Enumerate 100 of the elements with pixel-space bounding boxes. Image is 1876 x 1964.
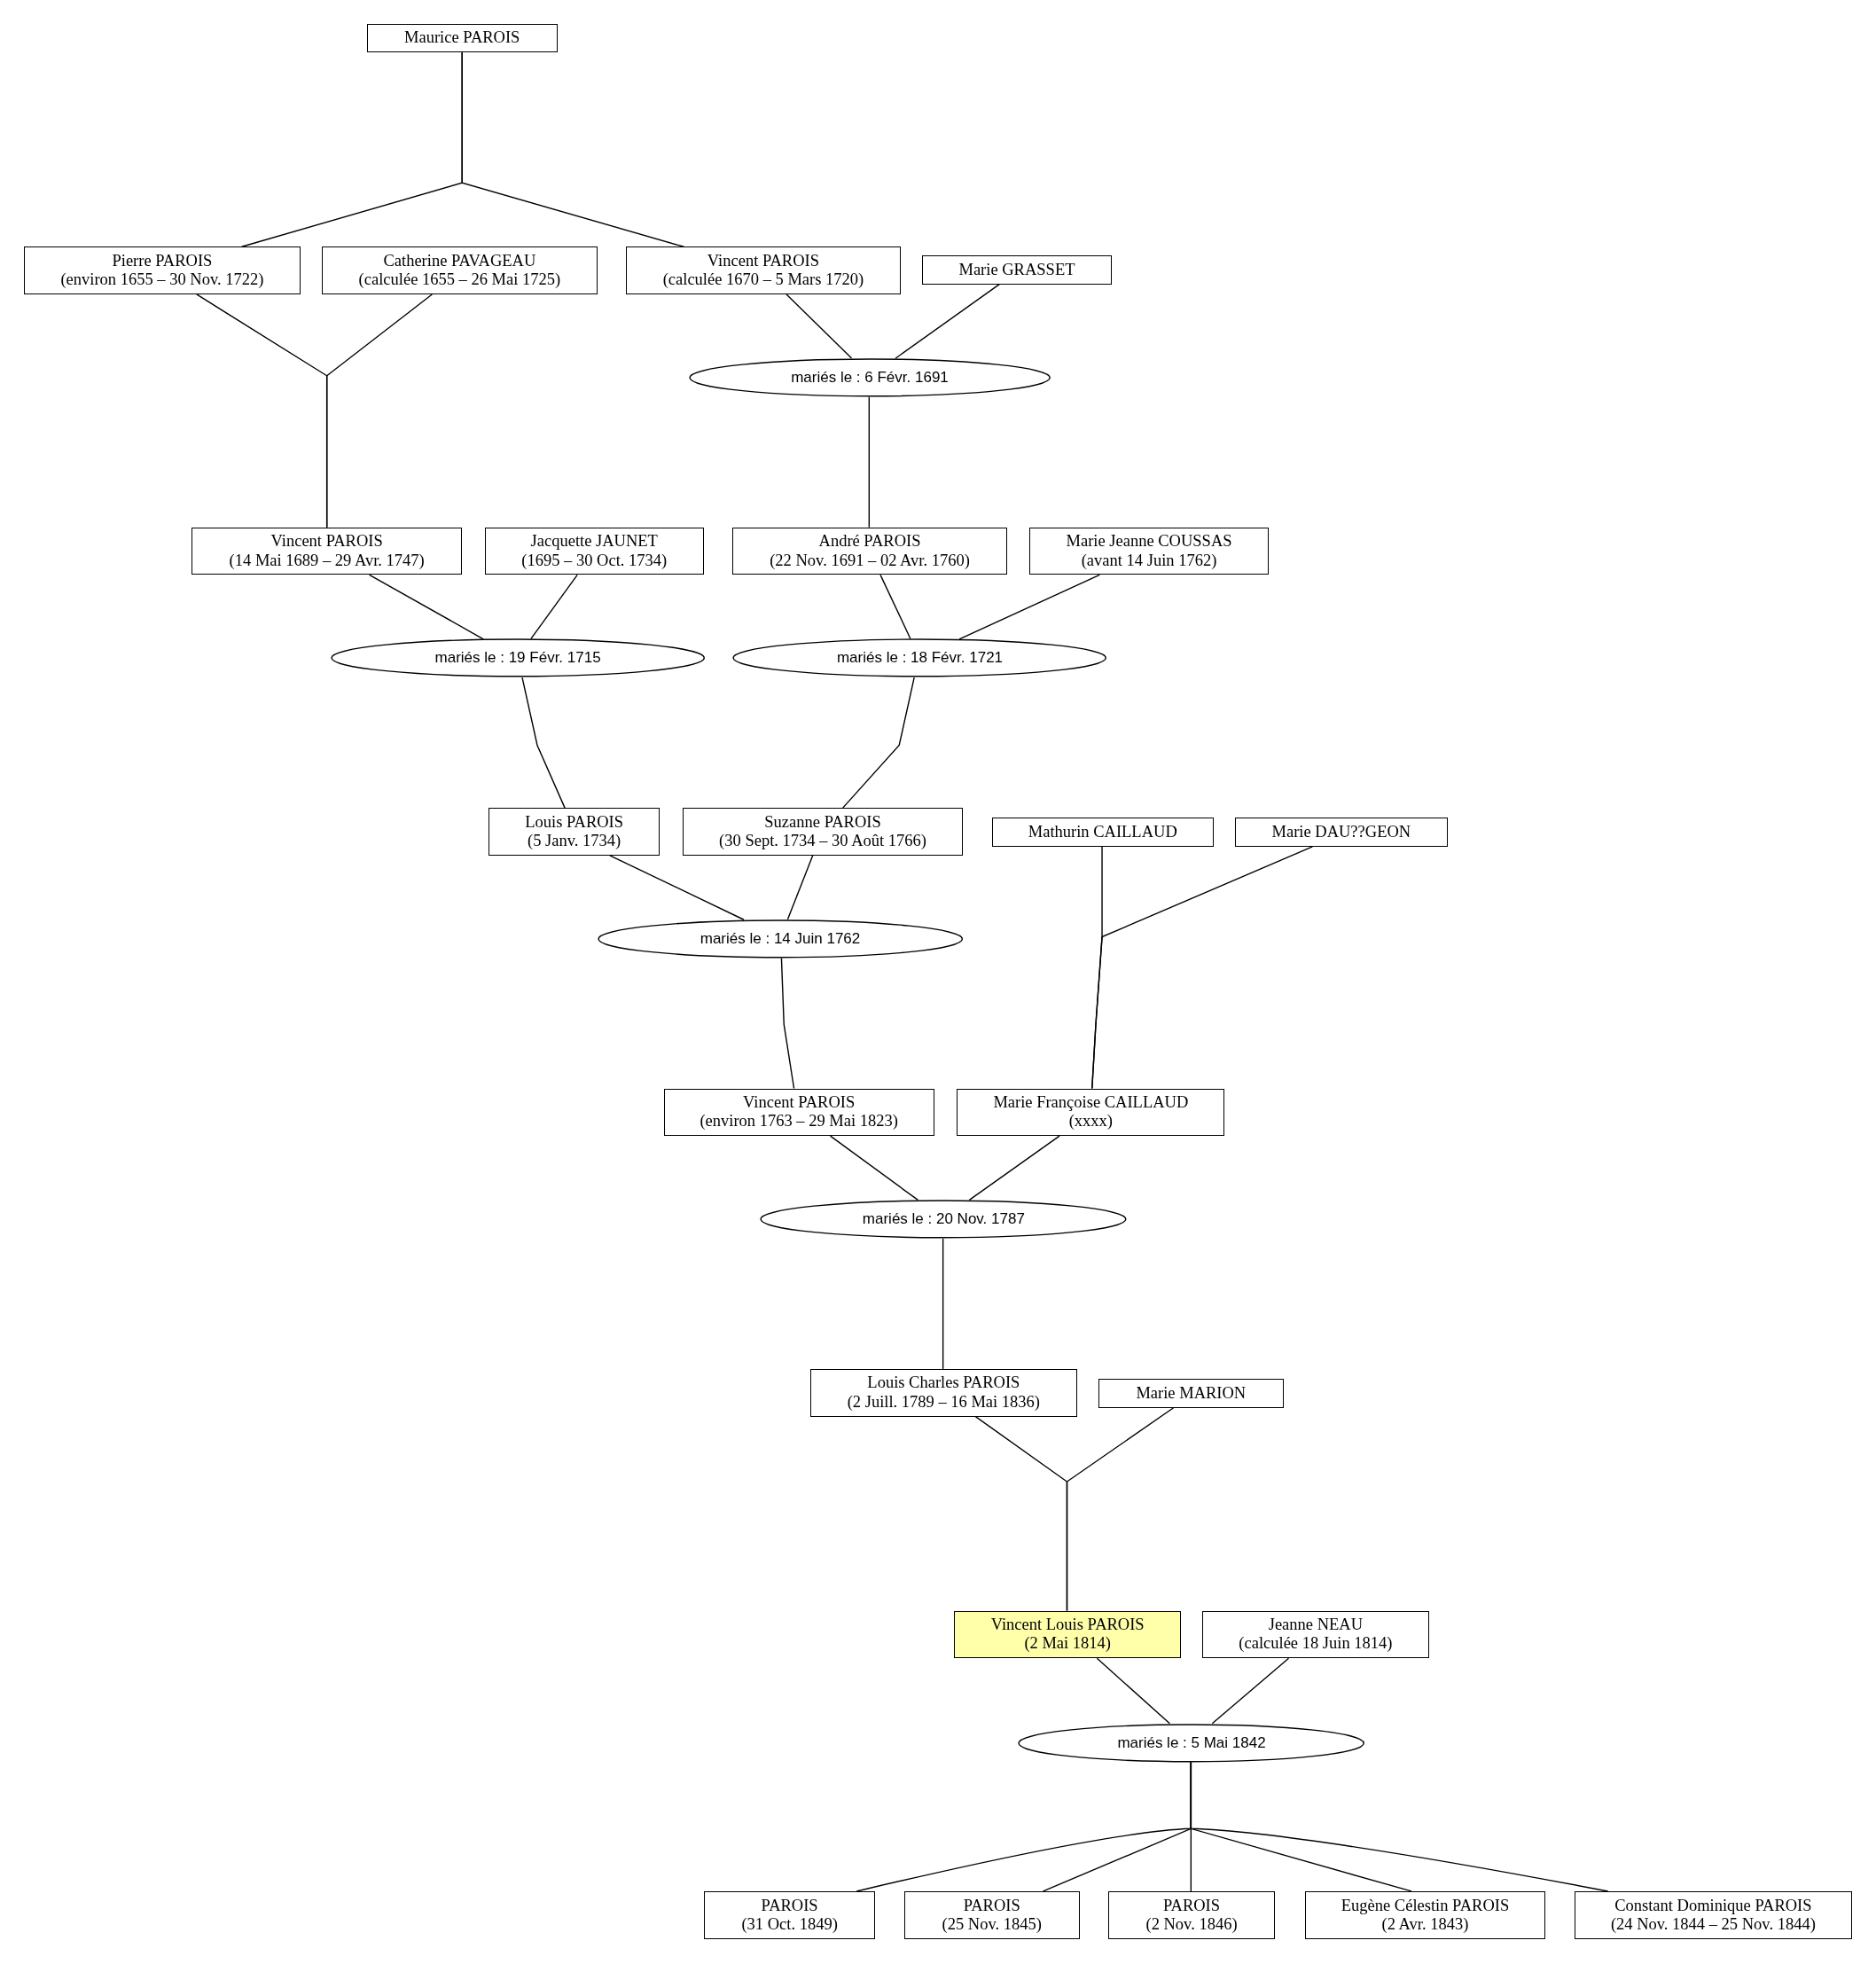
person-name: PAROIS <box>963 1896 1020 1915</box>
marriage-ellipse <box>688 358 1051 397</box>
person-name: Marie GRASSET <box>958 260 1075 280</box>
marriage-ellipse <box>597 919 964 959</box>
person-box <box>322 246 598 294</box>
life-dates: (calculée 18 Juin 1814) <box>1239 1634 1393 1654</box>
life-dates: (environ 1763 – 29 Mai 1823) <box>700 1112 898 1131</box>
marriage-ellipse <box>732 638 1107 678</box>
connector-line <box>1190 1761 1609 1892</box>
person-box <box>484 527 704 575</box>
person-name: Marie DAU??GEON <box>1271 823 1411 842</box>
connector-line <box>841 677 915 809</box>
marriage-date: mariés le : 5 Mai 1842 <box>1117 1733 1266 1752</box>
person-box <box>1304 1890 1546 1939</box>
life-dates: (calculée 1655 – 26 Mai 1725) <box>358 270 561 290</box>
life-dates: (avant 14 Juin 1762) <box>1081 551 1217 570</box>
person-box <box>626 246 901 294</box>
connector-line <box>786 293 853 359</box>
life-dates: (xxxx) <box>1068 1112 1113 1131</box>
person-box <box>1202 1610 1429 1659</box>
marriage-date: mariés le : 18 Févr. 1721 <box>836 649 1004 668</box>
person-name: André PAROIS <box>818 532 921 552</box>
connector-line <box>521 677 566 809</box>
person-box <box>663 1088 934 1137</box>
life-dates: (31 Oct. 1849) <box>741 1914 838 1935</box>
person-name: Marie MARION <box>1136 1383 1247 1404</box>
connector-line <box>942 1238 944 1370</box>
person-box <box>1234 818 1448 847</box>
person-name: Marie Françoise CAILLAUD <box>993 1093 1189 1113</box>
marriage-date: mariés le : 6 Févr. 1691 <box>791 368 949 387</box>
connector-line <box>868 396 870 528</box>
person-name: Vincent PAROIS <box>707 251 820 271</box>
person-name: Suzanne PAROIS <box>764 812 881 832</box>
connector-line <box>609 855 745 920</box>
life-dates: (2 Nov. 1846) <box>1145 1914 1238 1935</box>
person-box <box>903 1890 1080 1939</box>
life-dates: (14 Mai 1689 – 29 Avr. 1747) <box>229 551 425 570</box>
life-dates: (2 Avr. 1843) <box>1381 1914 1469 1935</box>
connector-line <box>968 1135 1060 1201</box>
person-box <box>954 1610 1181 1659</box>
person-name: Jeanne NEAU <box>1268 1616 1364 1635</box>
marriage-date: mariés le : 19 Févr. 1715 <box>434 649 601 668</box>
person-name: Mathurin CAILLAUD <box>1028 823 1177 842</box>
person-box <box>1574 1890 1853 1939</box>
person-box <box>488 808 661 856</box>
life-dates: (2 Mai 1814) <box>1024 1634 1111 1654</box>
life-dates: (5 Janv. 1734) <box>528 831 621 851</box>
person-box <box>703 1890 876 1939</box>
connector-line <box>1066 1407 1175 1612</box>
person-box <box>1029 527 1269 575</box>
connector-line <box>461 51 684 247</box>
person-name: PAROIS <box>761 1896 818 1915</box>
connector-line <box>1211 1657 1290 1725</box>
life-dates: (calculée 1670 – 5 Mars 1720) <box>662 270 864 290</box>
connector-line <box>1096 1657 1170 1725</box>
person-name: Louis Charles PAROIS <box>867 1373 1020 1393</box>
connector-line <box>326 293 434 528</box>
person-name: Constant Dominique PAROIS <box>1614 1896 1812 1915</box>
connector-line <box>829 1135 919 1201</box>
marriage-ellipse <box>330 638 706 678</box>
person-box <box>1108 1890 1275 1939</box>
person-name: Louis PAROIS <box>525 812 624 832</box>
person-box <box>809 1368 1077 1417</box>
person-box <box>192 527 463 575</box>
connector-line <box>879 574 911 640</box>
connector-line <box>786 855 814 920</box>
person-box <box>732 527 1007 575</box>
life-dates: (environ 1655 – 30 Nov. 1722) <box>60 270 264 290</box>
life-dates: (30 Sept. 1734 – 30 Août 1766) <box>719 831 926 851</box>
marriage-date: mariés le : 20 Nov. 1787 <box>862 1210 1025 1229</box>
connector-line <box>1091 846 1314 1090</box>
person-name: Pierre PAROIS <box>112 251 213 271</box>
person-name: Maurice PAROIS <box>404 28 520 48</box>
marriage-ellipse <box>1018 1723 1365 1763</box>
connector-line <box>780 957 795 1090</box>
marriage-date: mariés le : 14 Juin 1762 <box>700 929 861 948</box>
person-name: Vincent PAROIS <box>743 1093 856 1113</box>
connector-line <box>530 574 578 640</box>
person-box <box>23 246 301 294</box>
connector-line <box>958 574 1100 640</box>
person-box <box>1098 1379 1284 1408</box>
connector-line <box>369 574 484 640</box>
person-box <box>682 808 964 856</box>
life-dates: (22 Nov. 1691 – 02 Avr. 1760) <box>770 551 970 570</box>
person-name: Marie Jeanne COUSSAS <box>1066 532 1232 552</box>
marriage-ellipse <box>760 1200 1128 1239</box>
person-box <box>366 23 558 53</box>
person-name: PAROIS <box>1162 1896 1221 1915</box>
person-name: Jacquette JAUNET <box>530 532 658 552</box>
life-dates: (25 Nov. 1845) <box>942 1914 1042 1935</box>
person-name: Vincent Louis PAROIS <box>990 1616 1145 1635</box>
person-box <box>991 818 1214 847</box>
person-name: Catherine PAVAGEAU <box>383 251 536 271</box>
connector-line <box>895 283 1000 359</box>
life-dates: (1695 – 30 Oct. 1734) <box>521 551 668 570</box>
person-box <box>921 255 1113 285</box>
person-box <box>957 1088 1225 1137</box>
life-dates: (2 Juill. 1789 – 16 Mai 1836) <box>847 1392 1040 1412</box>
person-name: Eugène Célestin PAROIS <box>1341 1896 1510 1915</box>
life-dates: (24 Nov. 1844 – 25 Nov. 1844) <box>1610 1914 1816 1935</box>
